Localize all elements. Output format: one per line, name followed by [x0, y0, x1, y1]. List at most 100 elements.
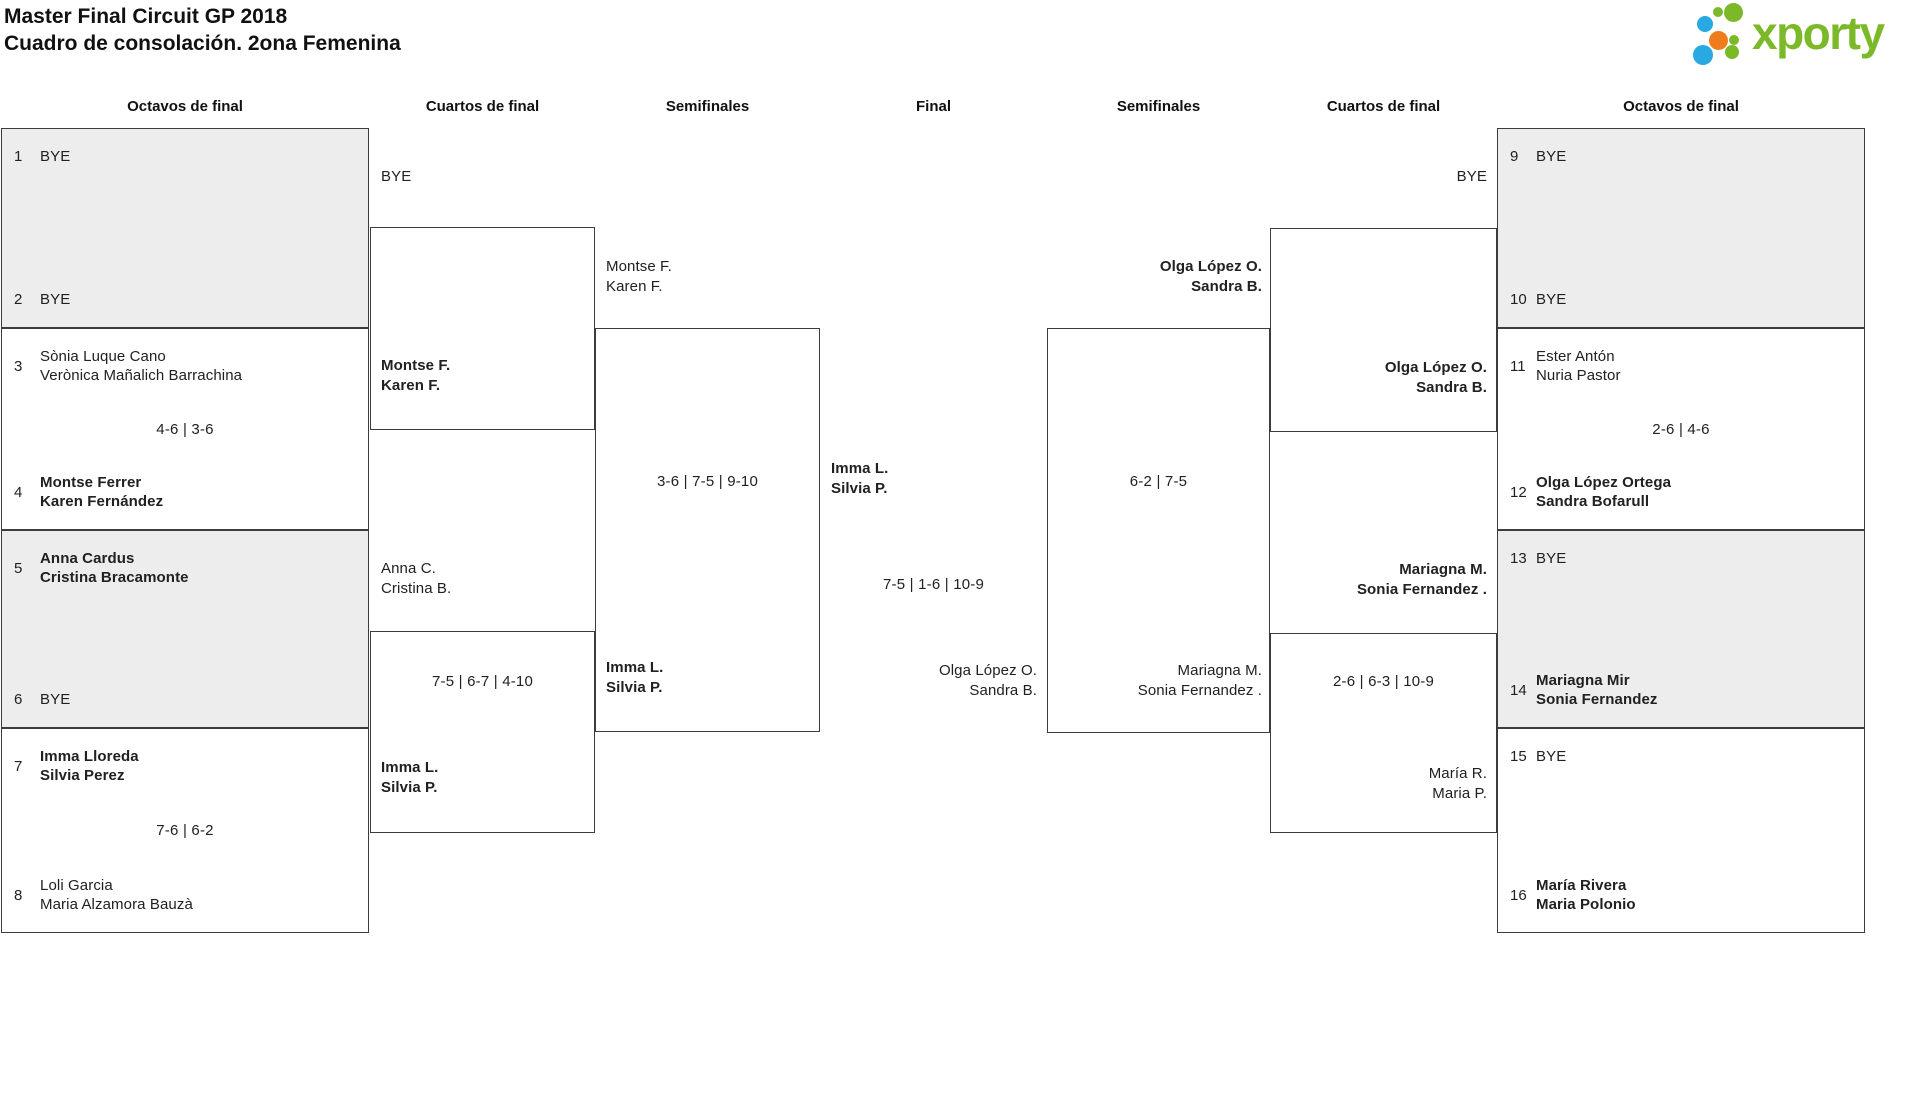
seed-number: 12 — [1510, 483, 1527, 501]
team-name: BYE — [1536, 550, 1567, 567]
logo-dot-icon — [1697, 16, 1713, 32]
logo-dot-icon — [1709, 31, 1728, 50]
seed-number: 7 — [14, 757, 23, 775]
seed-number: 9 — [1510, 148, 1519, 165]
advancing-team: BYE — [381, 168, 412, 185]
bracket-connector-qf-right-top — [1270, 228, 1497, 432]
team-entry: 15 BYE — [1506, 747, 1856, 766]
octavos-match-9-10: 9 BYE 10 BYE — [1497, 128, 1865, 328]
column-header-cuartos-right: Cuartos de final — [1326, 98, 1441, 115]
column-header-semis-right: Semifinales — [1116, 98, 1201, 115]
seed-number: 4 — [14, 483, 23, 501]
team-entry: 1 BYE — [10, 147, 360, 166]
logo-dot-icon — [1729, 35, 1739, 45]
match-score: 7-5 | 6-7 | 4-10 — [431, 673, 534, 690]
seed-number: 5 — [14, 559, 23, 577]
bracket-connector-qf-right-bottom — [1270, 633, 1497, 833]
logo-wordmark: xporty — [1752, 7, 1885, 59]
seed-number: 10 — [1510, 291, 1527, 308]
bracket-connector-sf-right — [1047, 328, 1270, 733]
advancing-team: Mariagna M.Sonia Fernandez . — [1356, 561, 1487, 598]
logo-dot-icon — [1725, 45, 1739, 59]
column-header-octavos-left: Octavos de final — [127, 98, 243, 115]
seed-number: 13 — [1510, 550, 1527, 567]
page-subtitle: Cuadro de consolación. 2ona Femenina — [4, 32, 401, 55]
team-entry: 6 BYE — [10, 690, 360, 709]
advancing-team: Imma L.Silvia P. — [606, 659, 664, 696]
team-entry: 9 BYE — [1506, 147, 1856, 166]
xporty-logo[interactable]: xporty — [1690, 0, 1920, 75]
team-entry: 10 BYE — [1506, 290, 1856, 309]
advancing-team: Montse F.Karen F. — [606, 258, 672, 295]
advancing-team: Imma L.Silvia P. — [381, 759, 439, 796]
match-score: 2-6 | 6-3 | 10-9 — [1332, 673, 1435, 690]
seed-number: 14 — [1510, 681, 1527, 699]
bracket-connector-qf-left-bottom — [370, 631, 595, 833]
seed-number: 6 — [14, 691, 23, 708]
column-header-cuartos-left: Cuartos de final — [425, 98, 540, 115]
team-name: BYE — [1536, 148, 1567, 165]
match-score: 3-6 | 7-5 | 9-10 — [656, 473, 759, 490]
match-score: 4-6 | 3-6 — [156, 420, 214, 438]
advancing-team: María R.Maria P. — [1428, 765, 1487, 802]
team-name: BYE — [40, 291, 71, 308]
team-name: BYE — [1536, 291, 1567, 308]
advancing-team: Olga López O.Sandra B. — [1159, 258, 1262, 295]
seed-number: 3 — [14, 357, 23, 375]
logo-dot-icon — [1724, 3, 1743, 22]
match-score: 2-6 | 4-6 — [1652, 420, 1710, 438]
seed-number: 15 — [1510, 748, 1527, 765]
seed-number: 16 — [1510, 886, 1527, 904]
column-header-semis-left: Semifinales — [665, 98, 750, 115]
team-entry: 13 BYE — [1506, 549, 1856, 568]
seed-number: 11 — [1510, 357, 1526, 375]
octavos-match-1-2: 1 BYE 2 BYE — [1, 128, 369, 328]
page-title: Master Final Circuit GP 2018 — [4, 5, 288, 28]
bracket-connector-sf-left — [595, 328, 820, 732]
final-score: 7-5 | 1-6 | 10-9 — [882, 576, 985, 593]
match-score: 6-2 | 7-5 — [1129, 473, 1188, 490]
team-entry: 2 BYE — [10, 290, 360, 309]
seed-number: 2 — [14, 291, 23, 308]
final-team-champion: Imma L.Silvia P. — [831, 460, 889, 497]
bracket-connector-qf-left-top — [370, 227, 595, 430]
logo-dot-icon — [1693, 45, 1713, 65]
team-name: BYE — [40, 148, 71, 165]
advancing-team: Anna C.Cristina B. — [381, 560, 452, 597]
column-header-final: Final — [915, 98, 951, 115]
team-name: BYE — [40, 691, 71, 708]
advancing-team: Olga López O.Sandra B. — [1384, 359, 1487, 396]
seed-number: 8 — [14, 886, 23, 904]
logo-dot-icon — [1713, 7, 1723, 17]
seed-number: 1 — [14, 148, 23, 165]
team-name: BYE — [1536, 748, 1567, 765]
column-header-octavos-right: Octavos de final — [1623, 98, 1739, 115]
final-team-runnerup: Olga López O.Sandra B. — [938, 662, 1037, 699]
advancing-team: Montse F.Karen F. — [381, 357, 451, 394]
